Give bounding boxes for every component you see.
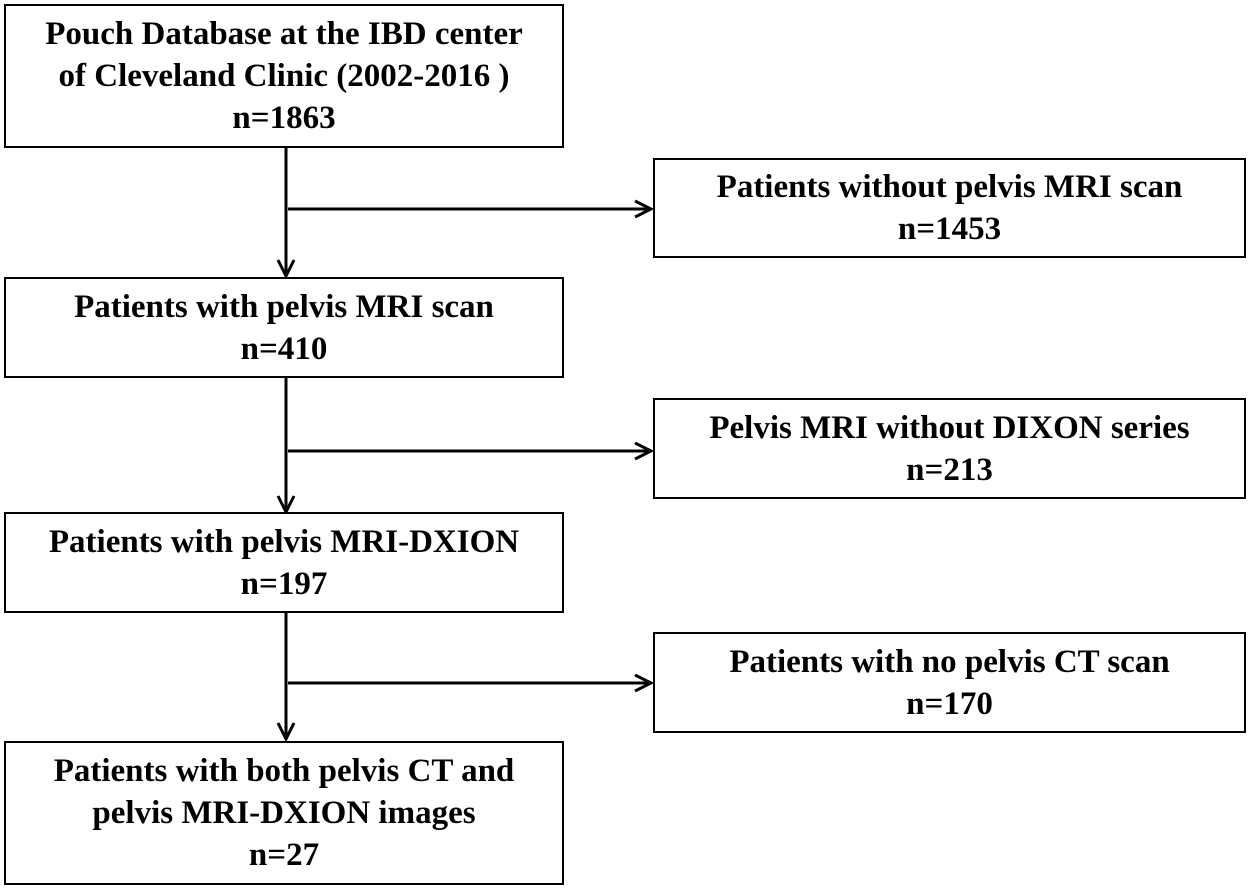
both-line-1: Patients with both pelvis CT and — [53, 753, 515, 789]
with-mri-box: Patients with pelvis MRI scan n=410 — [4, 277, 564, 378]
with-mri-count: n=410 — [240, 330, 328, 367]
no-mri-label: Patients without pelvis MRI scan — [716, 169, 1183, 205]
with-dxion-label: Patients with pelvis MRI-DXION — [48, 523, 520, 560]
with-mri-label: Patients with pelvis MRI scan — [74, 288, 494, 325]
database-count: n=1863 — [232, 100, 336, 136]
with-dxion-box: Patients with pelvis MRI-DXION n=197 — [4, 512, 564, 613]
no-dixon-count: n=213 — [906, 451, 993, 488]
no-ct-count: n=170 — [906, 685, 993, 722]
no-ct-box: Patients with no pelvis CT scan n=170 — [653, 632, 1246, 733]
no-mri-count: n=1453 — [897, 211, 1002, 247]
no-mri-box: Patients without pelvis MRI scan n=1453 — [653, 158, 1246, 258]
database-box: Pouch Database at the IBD center of Clev… — [4, 4, 564, 148]
no-ct-label: Patients with no pelvis CT scan — [729, 643, 1170, 680]
both-line-2: pelvis MRI-DXION images — [92, 795, 476, 831]
database-line-2: of Cleveland Clinic (2002-2016 ) — [58, 58, 510, 94]
both-count: n=27 — [248, 837, 320, 873]
database-line-1: Pouch Database at the IBD center — [45, 16, 523, 52]
no-dixon-label: Pelvis MRI without DIXON series — [709, 409, 1190, 446]
no-dixon-box: Pelvis MRI without DIXON series n=213 — [653, 398, 1246, 499]
with-dxion-count: n=197 — [240, 565, 328, 602]
both-box: Patients with both pelvis CT and pelvis … — [4, 741, 564, 885]
